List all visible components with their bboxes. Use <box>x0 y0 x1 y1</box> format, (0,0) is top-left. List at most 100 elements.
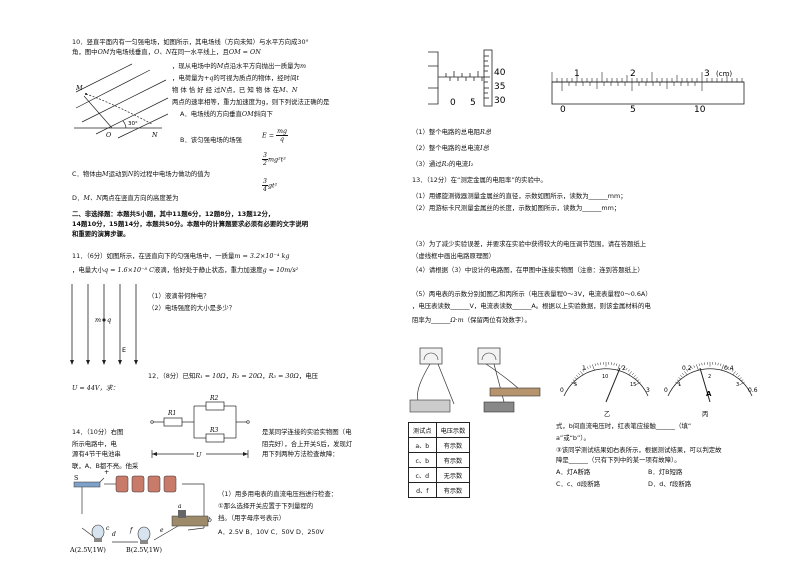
q13-title: 13．（12分）在“测定金属的电阻率”的实验中。 <box>412 176 547 184</box>
volt-minor-15: 15 <box>630 382 636 388</box>
q13-p3b: （虚线框中画出电路原理图） <box>412 252 496 260</box>
table-cell: a、b <box>408 437 437 453</box>
q14-sub2: ①那么选择开关应置于下列量程的 <box>218 502 314 510</box>
amp-minor-3: 3 <box>736 382 739 388</box>
voltmeter-tick <box>636 379 640 382</box>
volt-minor-10: 10 <box>602 374 608 380</box>
voltmeter-tick <box>592 364 595 371</box>
q14-line3: 源有4节干电池串 <box>72 450 121 458</box>
q10-field-figure: M O N 30° <box>74 63 169 139</box>
point-c-label: c <box>106 525 110 532</box>
fault-r4: 障是______（只有下列中的某一项有故障）。 <box>556 456 681 464</box>
q10-line5: 物 体 恰 好 经 过N点，已 知 物 体 在M、N <box>172 86 298 94</box>
q11-charge-label: q <box>107 316 111 324</box>
table-cell: 有示数 <box>435 437 471 453</box>
q13-p2: （2）用游标卡尺测量金属丝的长度，示数如图所示，读数为______mm； <box>412 204 621 212</box>
q14-line1: 14．（10分）右图 <box>72 428 124 436</box>
ammeter-tick <box>740 379 744 382</box>
ammeter-tick <box>676 379 680 382</box>
fault-r2: a”或“b”）。 <box>556 434 590 442</box>
figure-bing-label: 丙 <box>702 410 709 418</box>
ammeter-tick <box>725 365 727 368</box>
q10-option-b: B．该匀强电场的场强 <box>180 136 242 144</box>
micrometer-figure: 40 35 30 0 5 <box>428 49 506 108</box>
r2-label: R2 <box>209 395 219 402</box>
voltmeter-tick <box>584 367 587 371</box>
fault-r1: 式，b间直流电压时，红表笔应接触______（填“ <box>556 422 692 430</box>
volt-tick-2: 2 <box>622 365 626 372</box>
q10-line3: ，现从电场中的M点沿水平方向抛出一质量为m <box>172 62 307 70</box>
ammeter-tick <box>739 381 745 386</box>
q14-sub3: 挡。（用字母序号表示） <box>218 514 286 522</box>
table-cell: 无示数 <box>435 467 471 483</box>
ammeter-tick <box>701 362 703 366</box>
volt-minor-5: 5 <box>574 382 577 388</box>
ammeter-tick <box>735 373 738 376</box>
amp-minor-1: 1 <box>678 382 681 388</box>
ammeter-tick <box>717 362 719 366</box>
table-cell: c、d <box>408 467 437 483</box>
q15-sub3: （3）通过R₂的电流I₂ <box>412 160 474 168</box>
amp-minor-2: 2 <box>708 374 711 380</box>
fault-option-d: D．d、f段断路 <box>648 480 692 488</box>
voltmeter-tick <box>580 371 584 375</box>
fault-option-b: B．灯B短路 <box>648 468 683 476</box>
q13-p3a: （3）为了减少实验误差，并要求在实验中获得较大的电压调节范围，请在答题纸上 <box>412 240 647 248</box>
q12-circuit: R1 R2 R3 U <box>150 395 250 459</box>
main-scale-1: 1 <box>574 69 580 79</box>
lamp-a-label: A(2.5V,1W) <box>69 546 106 554</box>
u-label: U <box>196 451 202 459</box>
voltmeter-tick <box>616 363 618 367</box>
main-scale-3: 3 <box>704 69 710 79</box>
sleeve-5: 5 <box>470 98 476 108</box>
figure-yi-label: 乙 <box>604 410 611 418</box>
section2-line3: 和重要的演算步骤。 <box>72 230 130 238</box>
q10-option-d: D．M、N两点在竖直方向的高度差为 <box>72 194 179 202</box>
voltmeter-tick <box>628 371 632 375</box>
ammeter-tick <box>698 363 700 367</box>
ammeter-tick <box>727 366 729 370</box>
q13-p5a: （5）两电表的示数分别如图乙和丙所示（电压表量程0～3V，电流表量程0～0.6A… <box>412 290 652 298</box>
ammeter-tick <box>693 365 695 368</box>
amp-tick-0: 0 <box>664 387 668 394</box>
ammeter-tick <box>680 375 683 378</box>
ammeter-tick <box>729 367 732 371</box>
q11-sub1: （1）液滴带何种电？ <box>148 292 210 300</box>
q14-line2: 所示电路中，电 <box>72 440 117 448</box>
q10-option-c: C．物体由M运动到N的过程中电场力做功的值为 <box>72 170 211 178</box>
ammeter-tick <box>691 366 693 370</box>
point-f-label: f <box>129 527 134 534</box>
voltmeter-tick <box>594 363 596 367</box>
fault-option-c: C．c、d段断路 <box>556 480 600 488</box>
point-a-label: a <box>178 503 182 510</box>
point-o-label: O <box>106 131 112 139</box>
q11-sub2: （2）电场强度的大小是多少？ <box>148 304 236 312</box>
voltmeter-tick <box>587 366 589 370</box>
q14-right2: 阻完好），合上开关S后，发现灯 <box>262 440 353 448</box>
amp-tick-02: 0.2 <box>682 365 692 372</box>
vernier-10: 10 <box>694 105 706 115</box>
vernier-0: 0 <box>560 105 566 115</box>
q13-p1: （1）用螺旋测微器测量金属丝的直径，示数如图所示，读数为______mm； <box>412 192 627 200</box>
ammeter-tick <box>721 364 724 371</box>
ammeter-a-label: A <box>706 390 712 398</box>
q10-line6: 两点的速率相等，重力加速度为g，则下列说法正确的是 <box>172 98 330 106</box>
voltmeter-tick <box>635 381 641 386</box>
q14-options: A．2.5V B．10V C．50V D．250V <box>218 528 324 536</box>
q12-line1: 12．（8分）已知R₁ = 10Ω，R₂ = 20Ω，R₃ = 30Ω，电压 <box>148 372 318 380</box>
q15-sub2: （2）整个电路的总电流I总 <box>412 144 489 152</box>
voltmeter-tick <box>576 375 579 378</box>
thimble-30: 30 <box>494 96 506 106</box>
ammeter-tick <box>682 373 685 376</box>
point-b-label: b <box>208 517 212 524</box>
q13-p4: （4）请根据（3）中设计的电路图，在甲图中连接实物图（注意：连到答题纸上） <box>412 266 644 274</box>
ammeter-tick <box>686 369 689 372</box>
point-m-label: M <box>75 84 83 92</box>
voltmeter-tick <box>613 362 615 366</box>
